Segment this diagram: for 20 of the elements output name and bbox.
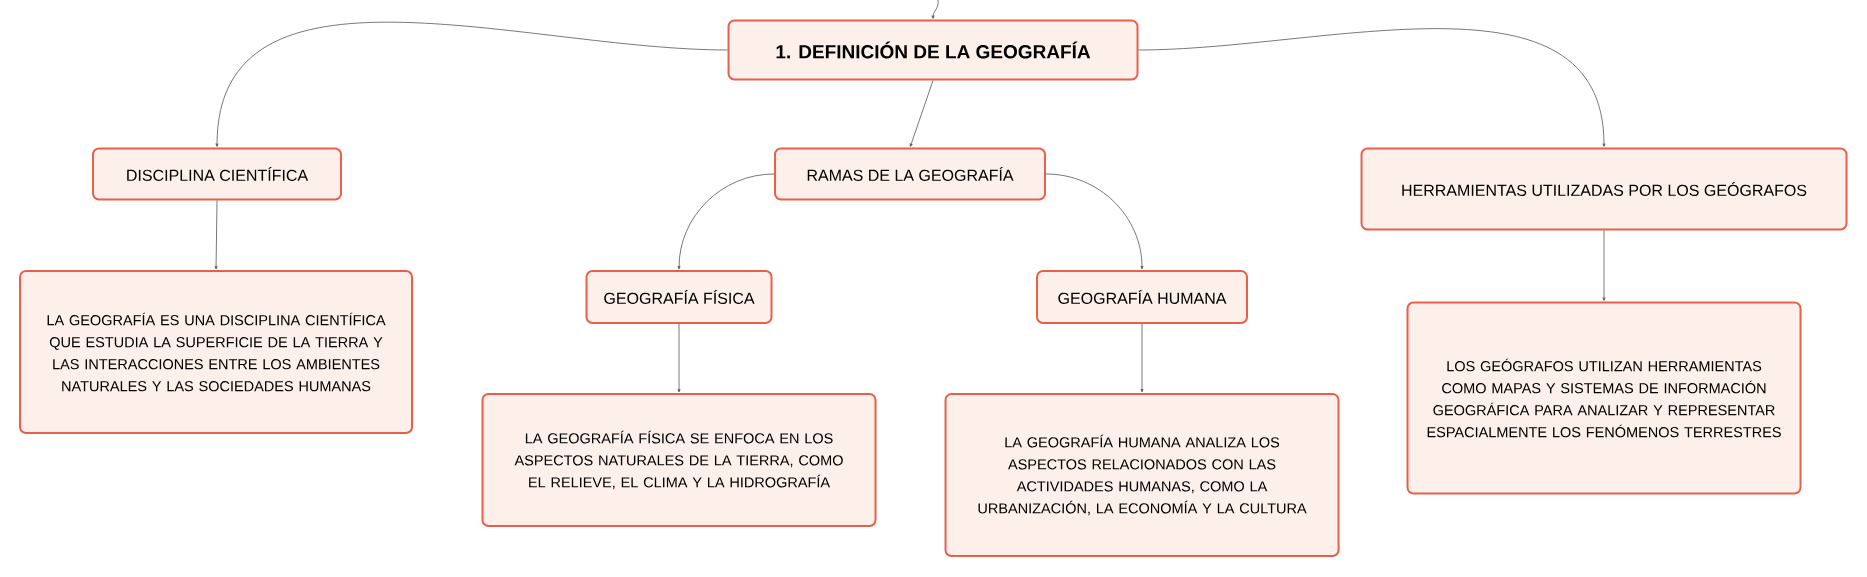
arrow xyxy=(1045,173,1144,270)
topic-box: GEOGRAFÍA FÍSICA xyxy=(585,270,773,324)
topic-box: GEOGRAFÍA HUMANA xyxy=(1036,270,1248,324)
description-box: LA GEOGRAFÍA ES UNA DISCIPLINA CIENTÍFICA QUE ESTUDIA LA SUPERFICIE DE LA TIERRA Y LAS INTERACCIONES ENTRE LOS AMBIENTES NATURALES Y LAS SOCIEDADES HUMANAS xyxy=(19,270,413,434)
arrow xyxy=(1138,28,1606,147)
arrow xyxy=(677,323,681,393)
arrow xyxy=(215,21,728,147)
arrow xyxy=(1140,323,1144,393)
description-box: LOS GEÓGRAFOS UTILIZAN HERRAMIENTAS COMO MAPAS Y SISTEMAS DE INFORMACIÓN GEOGRÁFICA PARA ANALIZAR Y REPRESENTAR ESPACIALMENTE LOS FENÓMENOS TERRESTRES xyxy=(1406,301,1802,495)
topic-box: RAMAS DE LA GEOGRAFÍA xyxy=(774,147,1046,201)
description-box: LA GEOGRAFÍA FÍSICA SE ENFOCA EN LOS ASPECTOS NATURALES DE LA TIERRA, COMO EL RELIEVE, EL CLIMA Y LA HIDROGRAFÍA xyxy=(481,393,877,527)
topic-box: HERRAMIENTAS UTILIZADAS POR LOS GEÓGRAFOS xyxy=(1360,147,1848,231)
description-box: LA GEOGRAFÍA HUMANA ANALIZA LOS ASPECTOS RELACIONADOS CON LAS ACTIVIDADES HUMANAS, COMO LA URBANIZACIÓN, LA ECONOMÍA Y LA CULTURA xyxy=(944,393,1340,557)
topic-box: DISCIPLINA CIENTÍFICA xyxy=(92,147,342,201)
arrow xyxy=(931,0,939,19)
arrow xyxy=(214,200,218,270)
arrow xyxy=(909,80,934,147)
arrow xyxy=(1602,230,1606,301)
title-box: 1. DEFINICIÓN DE LA GEOGRAFÍA xyxy=(727,19,1139,81)
arrow xyxy=(677,173,775,270)
